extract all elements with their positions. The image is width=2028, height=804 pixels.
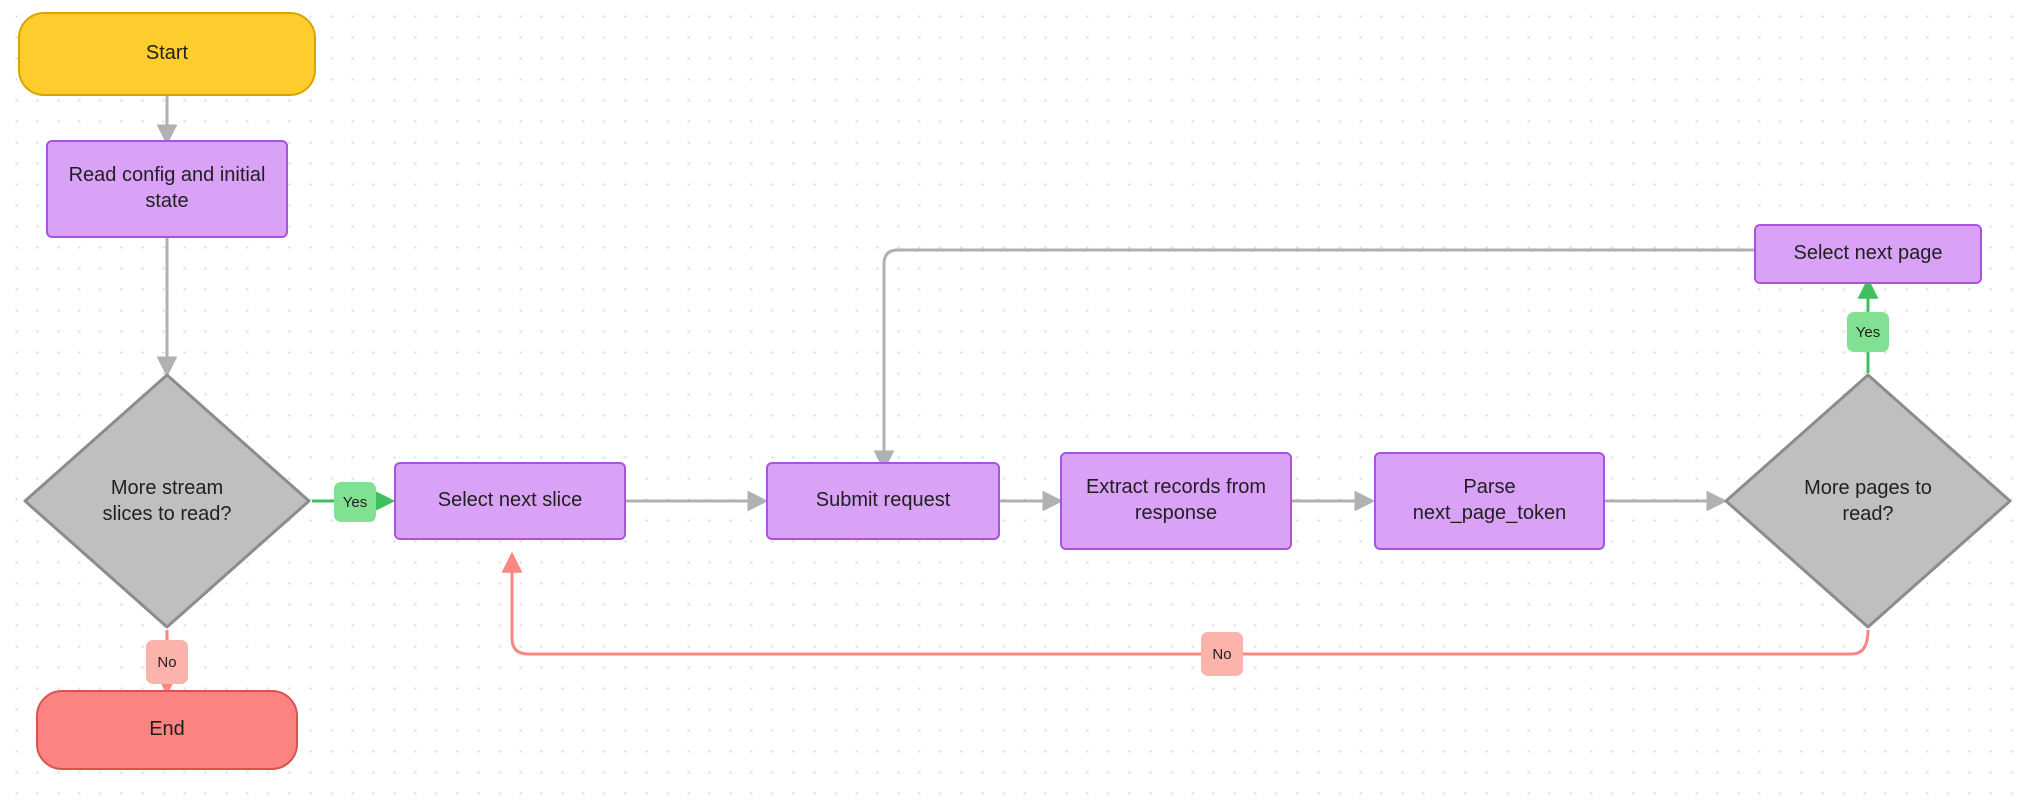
edge-label-text: No bbox=[1212, 645, 1232, 663]
node-select-next-page-label: Select next page bbox=[1793, 242, 1943, 265]
node-end-label: End bbox=[149, 718, 185, 741]
edge-label-more-slices-yes: Yes bbox=[334, 482, 376, 522]
edge-label-text: No bbox=[157, 653, 177, 671]
node-submit-request-label: Submit request bbox=[815, 489, 951, 512]
node-start[interactable]: Start bbox=[18, 12, 316, 96]
edge-more-pages-no-to-next-slice bbox=[501, 551, 1870, 656]
node-parse-next-page-token[interactable]: Parse next_page_token bbox=[1374, 452, 1605, 550]
node-read-config-label: Read config and initial state bbox=[68, 164, 266, 212]
node-more-stream-slices[interactable]: More stream slices to read? bbox=[22, 372, 312, 630]
decision-diamond-shape bbox=[23, 373, 311, 629]
edge-label-more-pages-yes: Yes bbox=[1847, 312, 1889, 352]
edge-label-text: Yes bbox=[1855, 323, 1881, 341]
node-submit-request[interactable]: Submit request bbox=[766, 462, 1000, 540]
node-end[interactable]: End bbox=[36, 690, 298, 770]
edge-label-more-pages-no: No bbox=[1201, 632, 1243, 676]
node-parse-next-page-token-label: Parse next_page_token bbox=[1412, 476, 1567, 524]
edge-next-page-to-submit bbox=[873, 248, 1754, 472]
node-more-pages-label: More pages to read? bbox=[1804, 477, 1932, 525]
node-start-label: Start bbox=[145, 42, 189, 65]
edge-label-text: Yes bbox=[342, 493, 368, 511]
node-more-stream-slices-label: More stream slices to read? bbox=[102, 477, 232, 525]
node-select-next-slice[interactable]: Select next slice bbox=[394, 462, 626, 540]
node-select-next-slice-label: Select next slice bbox=[437, 489, 583, 512]
node-read-config[interactable]: Read config and initial state bbox=[46, 140, 288, 238]
node-extract-records[interactable]: Extract records from response bbox=[1060, 452, 1292, 550]
node-extract-records-label: Extract records from response bbox=[1085, 476, 1267, 524]
node-more-pages[interactable]: More pages to read? bbox=[1723, 372, 2013, 630]
edge-label-more-slices-no: No bbox=[146, 640, 188, 684]
decision-diamond-shape bbox=[1724, 373, 2012, 629]
node-select-next-page[interactable]: Select next page bbox=[1754, 224, 1982, 284]
